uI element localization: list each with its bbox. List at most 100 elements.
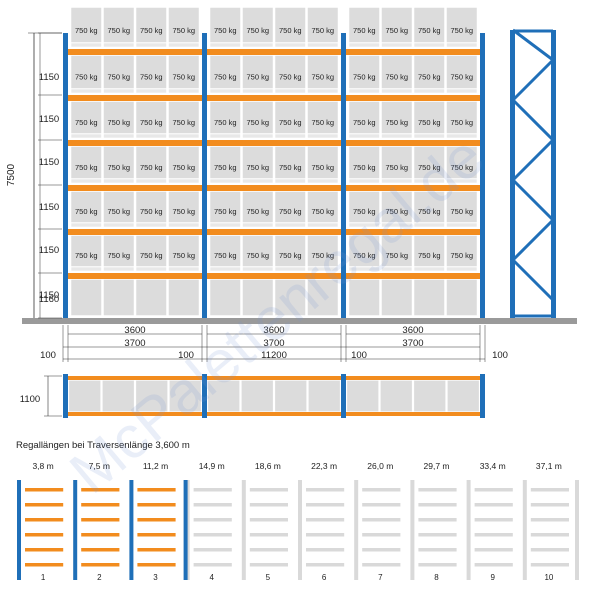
load-label: 750 kg [246,163,269,172]
load-label: 750 kg [107,118,130,127]
load-label: 750 kg [385,26,408,35]
config-beam [25,548,64,552]
pallet-box [445,6,479,44]
config-beam [362,563,401,567]
config-length: 29,7 m [424,461,450,471]
config-beam [474,503,513,507]
config-beam [474,488,513,492]
frame-post [551,30,556,318]
config-beam [81,563,120,567]
config-beam [474,533,513,537]
pallet-base [446,42,478,48]
config-upright [17,480,21,580]
floor-line [22,318,577,324]
config-length: 7,5 m [89,461,110,471]
pallet-base [307,222,339,228]
beam [207,140,341,146]
pallet-base [274,133,306,139]
load-label: 750 kg [246,118,269,127]
load-label: 750 kg [246,251,269,260]
config-beam [418,548,457,552]
load-label: 750 kg [385,207,408,216]
config-beam [193,503,232,507]
pallet-box [134,100,168,135]
load-label: 750 kg [418,26,441,35]
load-label: 750 kg [353,118,376,127]
config-beam [81,488,120,492]
level-height-label: 1150 [39,157,59,168]
bay-clear-width-label: 3600 [124,325,145,336]
load-label: 750 kg [214,163,237,172]
frame-post [510,30,515,318]
config-upright [354,480,359,580]
pallet-base [168,266,200,272]
config-beam [81,533,120,537]
lengths-title: Regallängen bei Traversenlänge 3,600 m [16,440,190,451]
beam [346,95,480,101]
pallet-base [135,88,167,94]
plan-beam [68,412,202,416]
plan-upright [341,374,346,418]
bay-beam-length-label: 3700 [402,338,423,349]
load-label: 750 kg [279,118,302,127]
pallet-box [347,54,381,90]
pallet-base [168,178,200,184]
load-label: 750 kg [172,163,195,172]
inner-gap-label: 100 [178,350,194,361]
frame-brace [511,218,555,262]
pallet-base [413,222,445,228]
load-label: 750 kg [418,72,441,81]
load-label: 750 kg [385,72,408,81]
pallet-box [347,278,381,317]
config-number: 7 [378,573,383,582]
pallet-base [413,133,445,139]
pallet-base [307,178,339,184]
pallet-box [241,6,275,44]
pallet-base [103,88,135,94]
load-label: 750 kg [172,207,195,216]
level-height-label: 1150 [39,72,59,83]
config-beam [25,533,64,537]
pallet-base [348,178,380,184]
pallet-base [135,222,167,228]
level-height-label: 1160 [39,294,59,305]
config-beam [418,503,457,507]
pallet-base [381,222,413,228]
config-beam [306,533,345,537]
pallet-base [70,42,102,48]
config-number: 6 [322,573,327,582]
load-label: 750 kg [107,72,130,81]
load-label: 750 kg [311,26,334,35]
load-label: 750 kg [385,163,408,172]
plan-pallet [101,379,136,413]
load-label: 750 kg [140,251,163,260]
pallet-base [381,42,413,48]
pallet-base [103,266,135,272]
load-label: 750 kg [311,72,334,81]
config-beam [418,488,457,492]
config-upright [241,480,246,580]
pallet-box [347,234,381,268]
config-number: 5 [266,573,271,582]
load-label: 750 kg [279,26,302,35]
config-beam [530,533,569,537]
bay-clear-width-label: 3600 [402,325,423,336]
pallet-base [135,266,167,272]
load-label: 750 kg [450,72,473,81]
config-beam [137,518,176,522]
pallet-base [274,42,306,48]
pallet-base [70,88,102,94]
config-beam [474,518,513,522]
pallet-box [241,234,275,268]
plan-upright [480,374,485,418]
config-upright [183,480,188,580]
load-label: 750 kg [246,26,269,35]
pallet-box [102,278,136,317]
load-label: 750 kg [311,251,334,260]
pallet-box [134,234,168,268]
pallet-box [306,234,340,268]
config-beam [530,548,569,552]
pallet-base [274,178,306,184]
beam [207,49,341,55]
